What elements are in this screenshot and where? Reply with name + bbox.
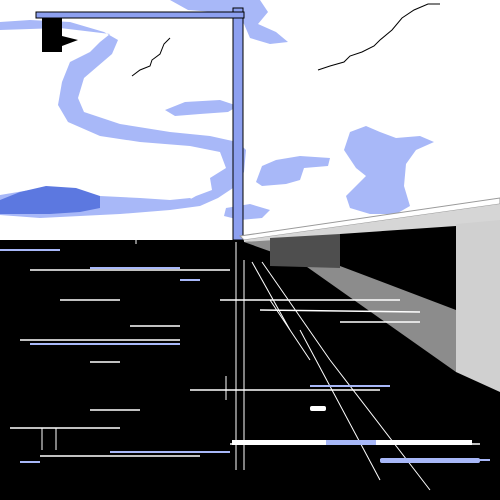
road-white-dot (310, 406, 326, 411)
sky-scribble-1 (131, 37, 171, 77)
cloud-top (170, 0, 288, 44)
pole-vertical (232, 7, 244, 241)
signal-bracket (62, 36, 78, 46)
wall-top-edge (238, 197, 500, 241)
cloud-dark (0, 186, 110, 214)
cloud-light-band (100, 196, 200, 210)
road-glints-blue (0, 249, 490, 463)
wall-end-column (456, 220, 500, 392)
cloud-mid (165, 100, 238, 116)
road-posts (41, 232, 227, 450)
pole-arm (35, 11, 245, 19)
cloud-right-small (256, 156, 330, 186)
tunnel-dark (270, 234, 340, 268)
cloud-right-large (344, 126, 434, 214)
wall-inner-black (340, 226, 456, 310)
sky-scribble-2 (317, 3, 440, 71)
road-blue-bar-1 (326, 440, 376, 445)
traffic-signal (42, 18, 62, 52)
road-blue-bar-2 (380, 458, 480, 463)
